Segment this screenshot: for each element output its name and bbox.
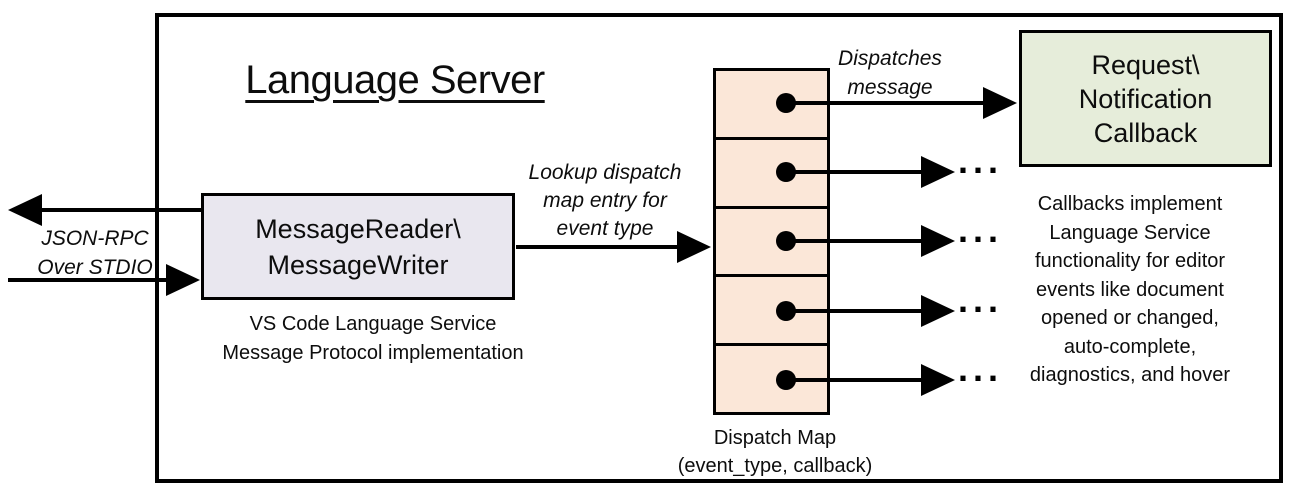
request-notification-callback-label: Request\ Notification Callback — [1078, 49, 1213, 148]
callbacks-note: Callbacks implement Language Service fun… — [1029, 193, 1231, 386]
lookup-label: Lookup dispatch map entry for event type — [528, 161, 682, 240]
language-server-boundary — [155, 13, 1283, 483]
message-reader-writer-label: MessageReader\ MessageWriter — [255, 213, 461, 280]
ellipsis-row-4: ... — [958, 279, 1004, 320]
ellipsis-row-5: ... — [958, 348, 1004, 389]
request-notification-callback-box: Request\ Notification Callback — [1019, 30, 1272, 167]
dispatch-cell — [716, 136, 827, 206]
ellipsis-row-3: ... — [958, 209, 1004, 250]
dispatch-map — [713, 68, 830, 415]
dispatch-cell — [716, 205, 827, 275]
diagram-title: Language Server — [245, 58, 545, 102]
message-reader-writer-box: MessageReader\ MessageWriter — [201, 193, 515, 300]
stdio-label: JSON-RPC Over STDIO — [37, 227, 153, 279]
dispatches-message-label: Dispatches message — [838, 47, 942, 99]
reader-caption: VS Code Language Service Message Protoco… — [222, 313, 524, 364]
dispatch-cell — [716, 343, 827, 412]
ellipsis-row-2: ... — [958, 140, 1004, 181]
dispatch-cell — [716, 274, 827, 344]
dispatch-map-caption: Dispatch Map (event_type, callback) — [677, 427, 873, 477]
